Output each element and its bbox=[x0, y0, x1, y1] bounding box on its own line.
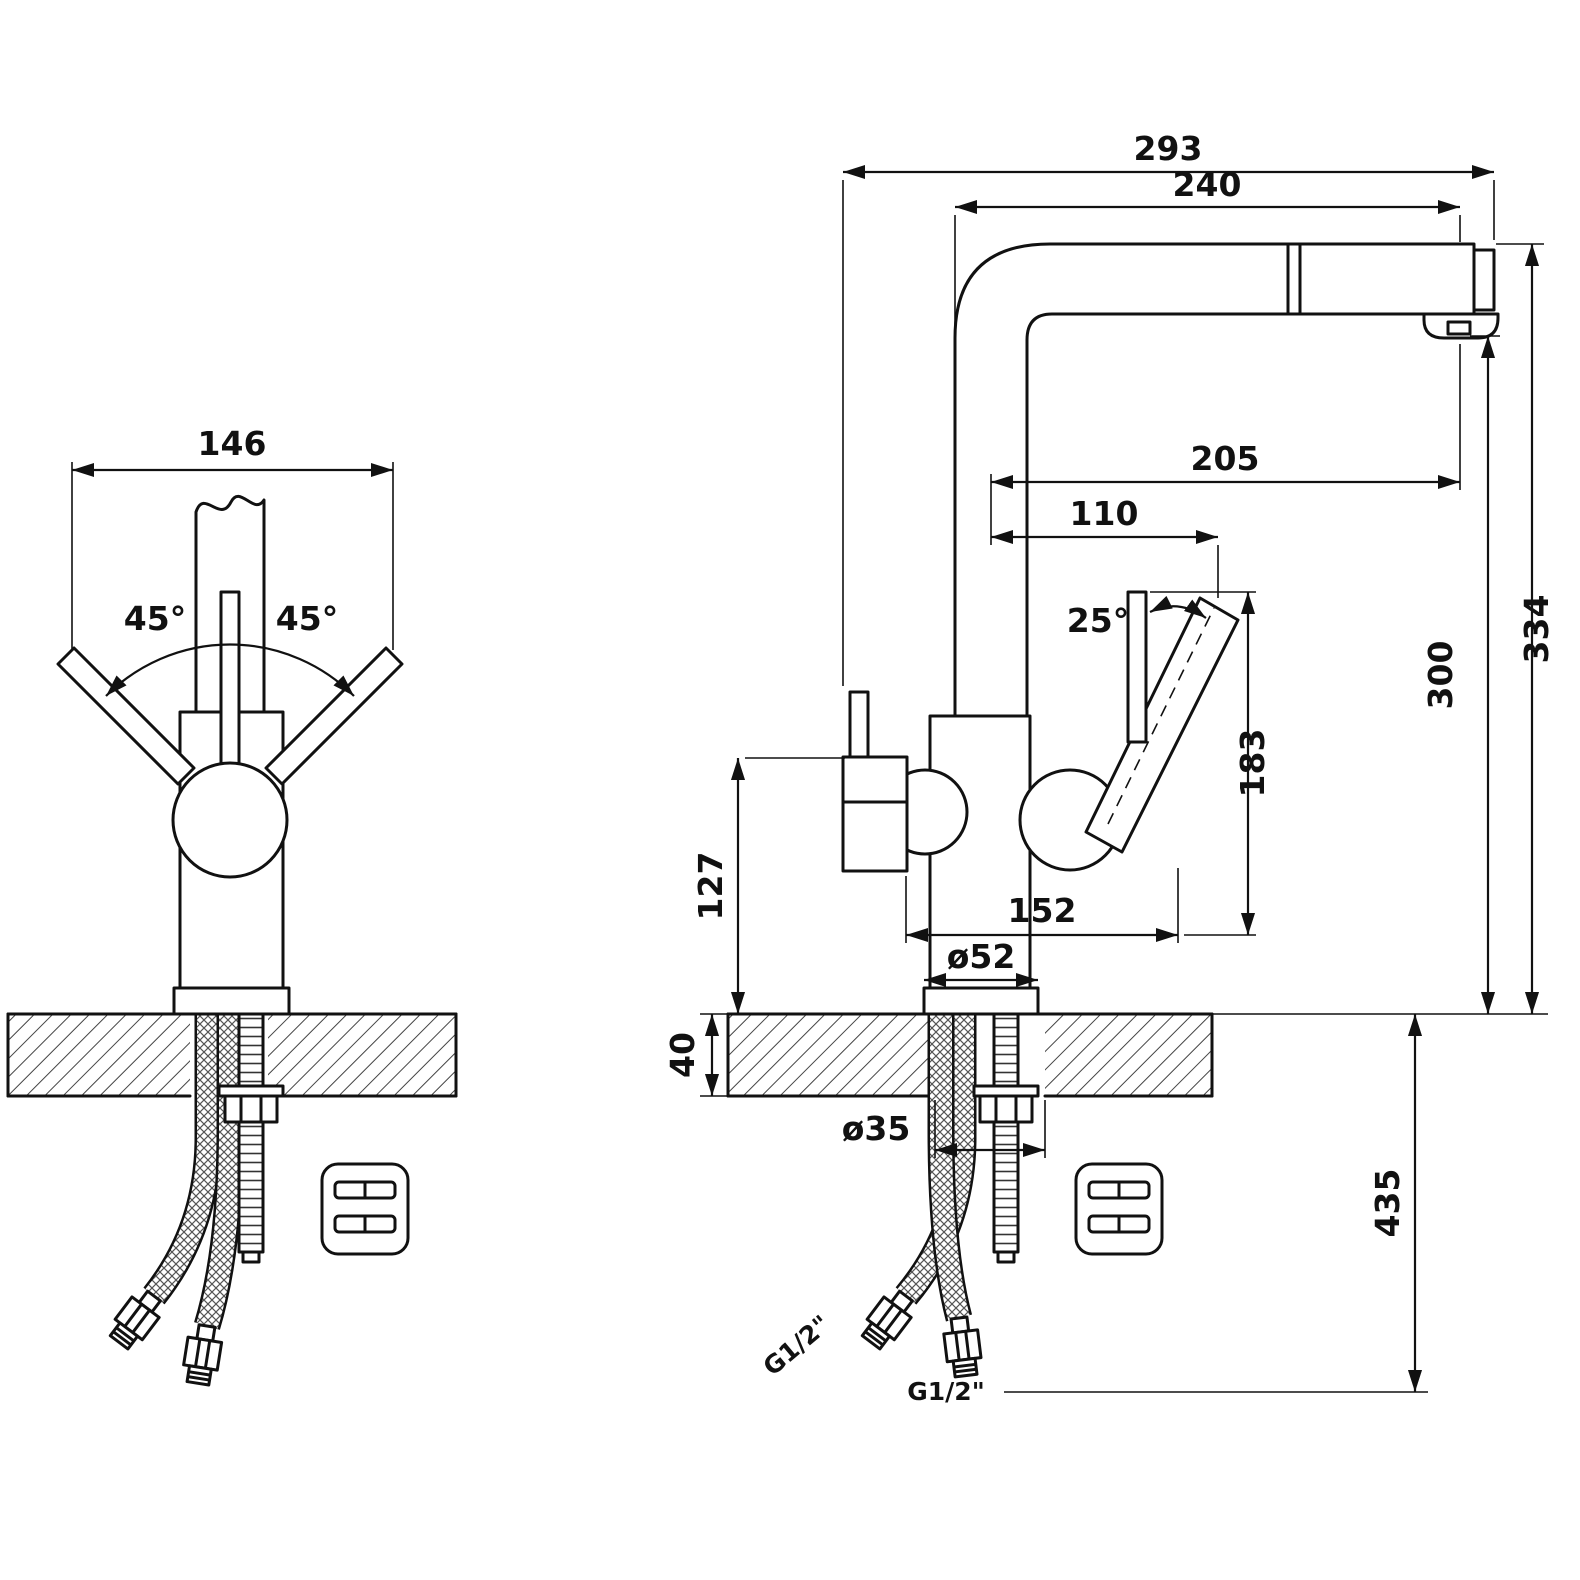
front-mounting-stud bbox=[237, 1012, 265, 1264]
dim-body-span: 152 bbox=[1008, 891, 1077, 930]
side-mounting-stud bbox=[992, 1012, 1020, 1264]
side-handle-seam-dashed bbox=[1107, 607, 1215, 825]
dim-front-angle-left: 45° bbox=[124, 599, 186, 638]
front-base-flange bbox=[172, 986, 291, 1016]
side-aerator bbox=[1446, 320, 1472, 336]
side-dimensions: 293 240 205 110 25° 334 bbox=[663, 129, 1556, 1406]
front-hose-right bbox=[196, 1014, 241, 1330]
front-handle-vertical bbox=[219, 590, 241, 772]
dim-side-outlet-height: 127 bbox=[691, 852, 730, 921]
dim-hole-diameter: ø35 bbox=[842, 1109, 911, 1148]
dim-front-angle-right: 45° bbox=[276, 599, 338, 638]
front-ball-joint bbox=[171, 761, 289, 879]
side-filter-lever bbox=[848, 690, 870, 759]
label-thread-hose-straight: G1/2" bbox=[907, 1377, 984, 1406]
front-view: 146 45° 45° bbox=[6, 424, 458, 1388]
side-handle-vertical bbox=[1126, 590, 1148, 744]
dim-base-diameter: ø52 bbox=[947, 937, 1016, 976]
front-mounting-nut bbox=[217, 1084, 285, 1124]
side-base-flange bbox=[922, 986, 1040, 1016]
front-dimensions: 146 45° 45° bbox=[71, 424, 394, 697]
front-hose-left bbox=[145, 1014, 219, 1303]
dim-total-reach: 293 bbox=[1134, 129, 1203, 168]
dim-spout-reach: 240 bbox=[1173, 165, 1242, 204]
side-handle-tilted bbox=[1084, 596, 1240, 854]
dim-counter-thickness: 40 bbox=[663, 1032, 702, 1078]
side-mounting-nut bbox=[972, 1084, 1040, 1124]
front-faucet bbox=[56, 494, 404, 1016]
dim-under-counter-length: 435 bbox=[1368, 1169, 1407, 1238]
side-head-cap bbox=[1472, 248, 1496, 312]
side-handle-angle-arc bbox=[1149, 595, 1207, 619]
side-fixing-nut-piece bbox=[1074, 1162, 1164, 1256]
dim-handle-height: 183 bbox=[1233, 729, 1272, 798]
front-fixing-nut-piece bbox=[320, 1162, 410, 1256]
front-under-counter bbox=[104, 1012, 410, 1388]
side-view: 293 240 205 110 25° 334 bbox=[663, 129, 1556, 1406]
side-filter-outlet-block bbox=[841, 755, 909, 873]
side-faucet bbox=[841, 242, 1500, 1016]
dim-outlet-height: 300 bbox=[1421, 641, 1460, 710]
dim-total-height: 334 bbox=[1517, 595, 1556, 664]
dim-front-width: 146 bbox=[198, 424, 267, 463]
front-angle-arc bbox=[105, 643, 355, 697]
dim-handle-reach: 110 bbox=[1070, 494, 1139, 533]
dim-handle-angle: 25° bbox=[1067, 601, 1129, 640]
side-pullout-head bbox=[1286, 242, 1476, 316]
dim-outlet-reach: 205 bbox=[1191, 439, 1260, 478]
